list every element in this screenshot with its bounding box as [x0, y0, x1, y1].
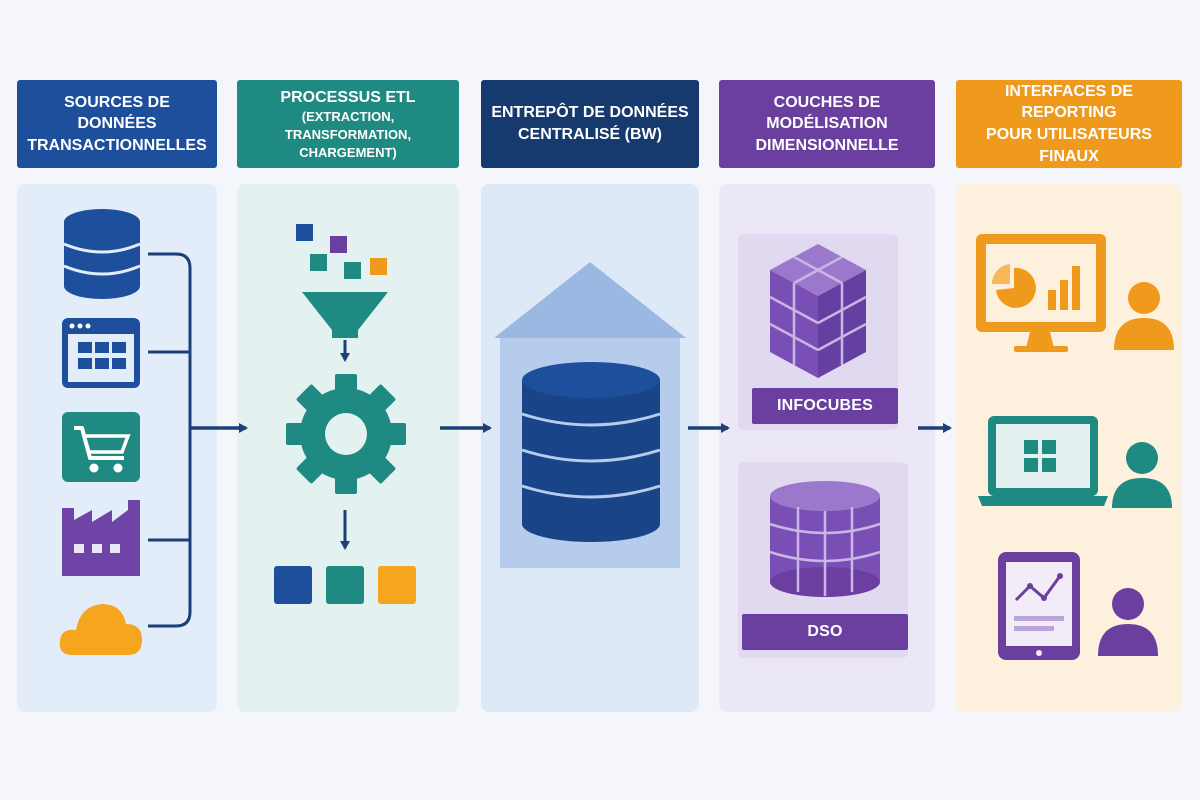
user-icon	[1098, 588, 1158, 656]
header-sources-subtitle: transactionnelles	[27, 136, 207, 154]
factory-icon	[62, 500, 140, 576]
funnel-icon	[302, 292, 388, 338]
raw-data-squares	[296, 224, 387, 279]
header-sources: Sources de données transactionnelles	[17, 80, 217, 168]
header-warehouse-subtitle: centralisé (BW)	[518, 126, 662, 143]
dso-database-icon	[769, 481, 881, 597]
header-warehouse-title: Entrepôt de données	[491, 104, 689, 122]
cloud-icon	[59, 604, 142, 655]
header-etl-title: Processus ETL	[280, 88, 416, 106]
user-icon	[1112, 442, 1172, 508]
header-warehouse: Entrepôt de données centralisé (BW)	[481, 80, 699, 168]
infocubes-label: INFOCUBES	[776, 397, 874, 414]
header-modeling-title: Couches de modélisation	[766, 93, 888, 133]
header-modeling: Couches de modélisation dimensionnelle	[719, 80, 935, 168]
header-etl-subtitle2: Chargement)	[299, 144, 397, 160]
header-reporting-subtitle: pour utilisateurs finaux	[986, 126, 1152, 165]
dso-label: DSO	[807, 623, 843, 640]
database-icon	[63, 209, 141, 299]
infocubes-label-bg	[752, 388, 898, 424]
dso-label-bg	[742, 614, 908, 650]
header-reporting: Interfaces de reporting pour utilisateur…	[956, 80, 1182, 168]
window-grid-icon	[62, 318, 140, 388]
header-reporting-title: Interfaces de reporting	[1004, 82, 1133, 122]
laptop-grid-icon	[978, 416, 1108, 506]
header-etl: Processus ETL (Extraction, Transformatio…	[237, 80, 459, 168]
user-icon	[1114, 282, 1174, 350]
warehouse-database-icon	[521, 362, 661, 542]
header-etl-subtitle: (Extraction, Transformation,	[284, 109, 412, 143]
tablet-line-chart-icon	[998, 552, 1080, 660]
cube-icon	[769, 244, 867, 378]
shopping-cart-icon	[62, 412, 140, 482]
header-modeling-subtitle: dimensionnelle	[755, 136, 899, 154]
transformed-data-squares	[274, 566, 416, 604]
gear-icon	[286, 374, 406, 494]
monitor-chart-icon	[976, 234, 1106, 352]
header-sources-title: Sources de données	[64, 93, 170, 133]
sources-bracket-connector	[148, 252, 192, 628]
